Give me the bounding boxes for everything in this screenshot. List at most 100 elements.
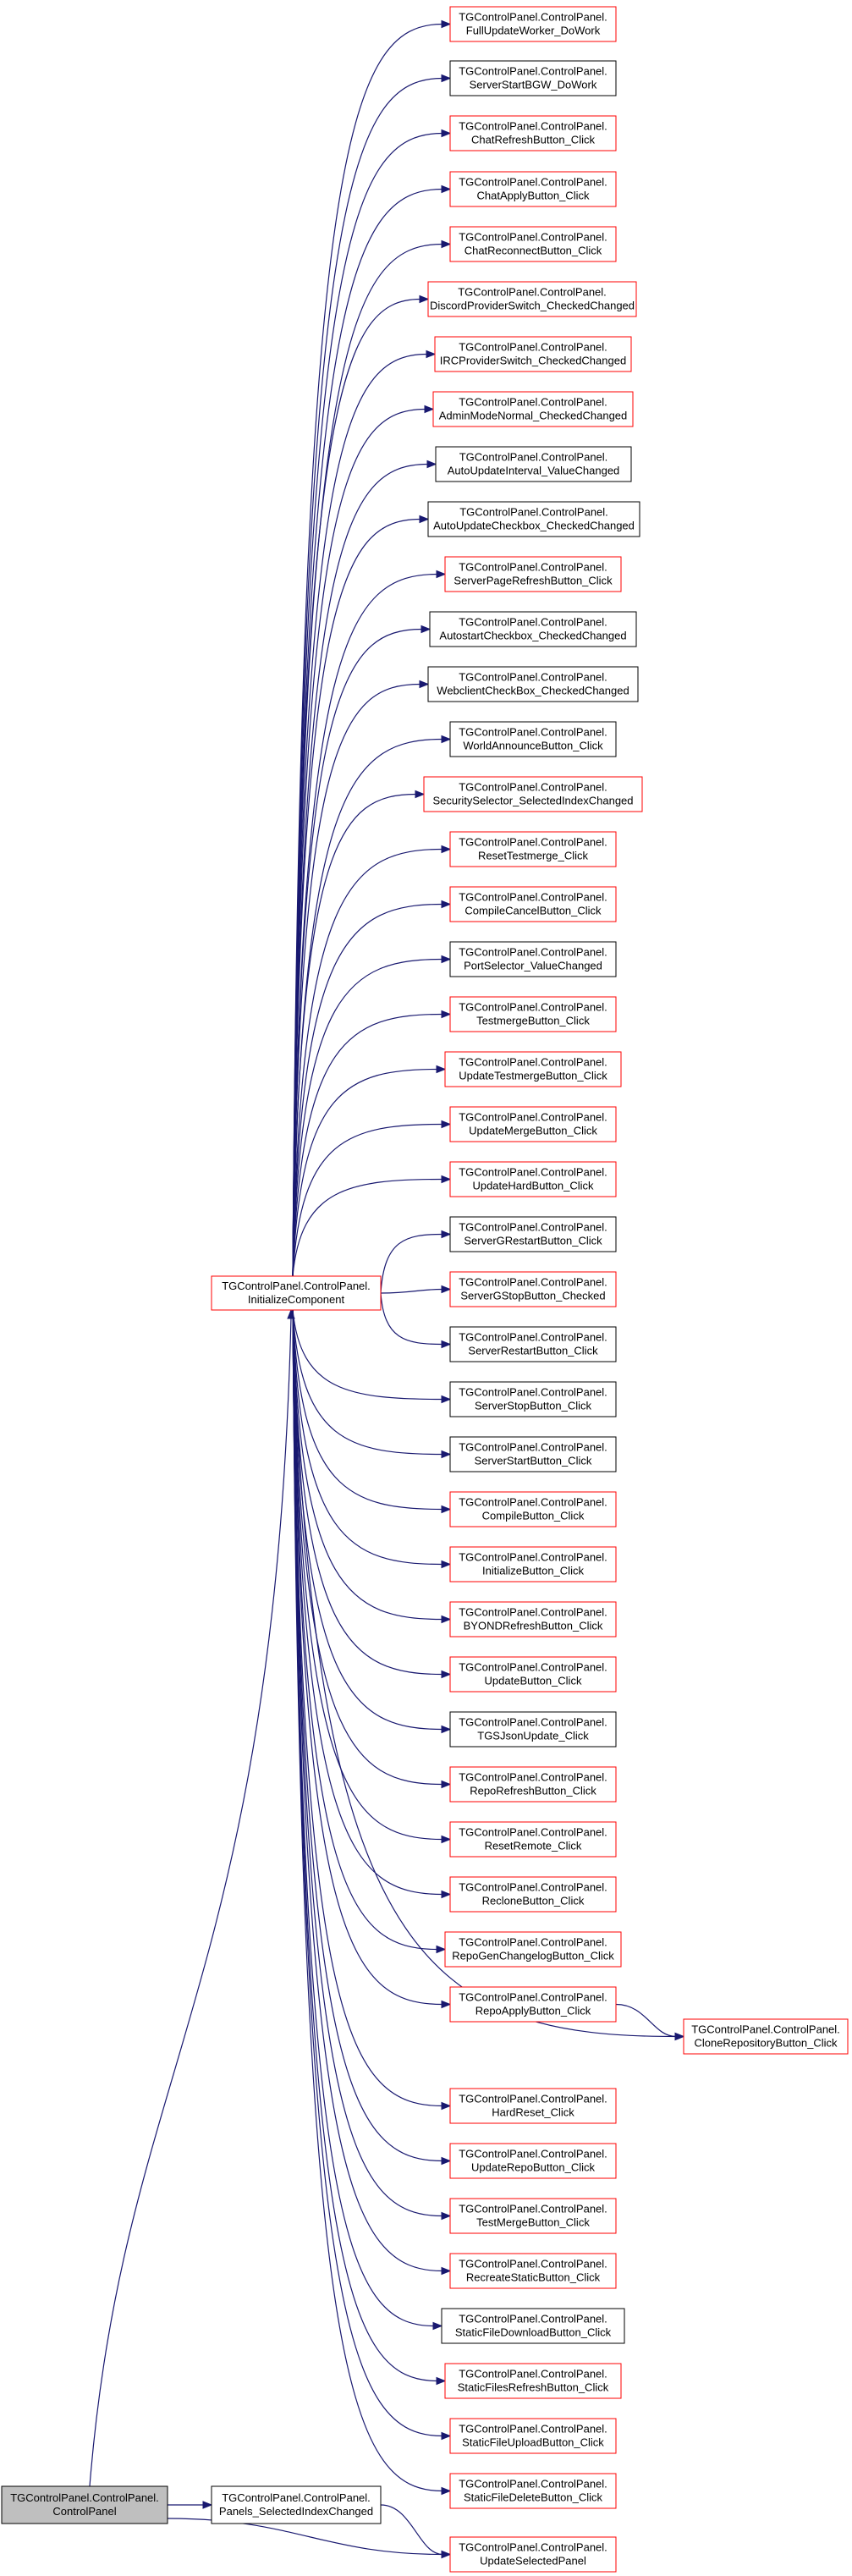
- node-method-label: StaticFilesRefreshButton_Click: [458, 2381, 609, 2394]
- node-update-merge-button-click[interactable]: TGControlPanel.ControlPanel.UpdateMergeB…: [449, 1106, 617, 1142]
- arrowhead-n_init-to-n_rsb: [441, 2266, 452, 2276]
- node-static-file-delete-button-click[interactable]: TGControlPanel.ControlPanel.StaticFileDe…: [449, 2473, 617, 2509]
- node-byondrefresh-button-click[interactable]: TGControlPanel.ControlPanel.BYONDRefresh…: [449, 1601, 617, 1638]
- node-server-stop-button-click[interactable]: TGControlPanel.ControlPanel.ServerStopBu…: [449, 1381, 617, 1417]
- node-initialize-component[interactable]: TGControlPanel.ControlPanel.InitializeCo…: [211, 1275, 382, 1311]
- node-server-page-refresh-button-click[interactable]: TGControlPanel.ControlPanel.ServerPageRe…: [444, 556, 622, 592]
- arrowhead-n_psic-to-n_usp: [441, 2550, 452, 2559]
- arrowhead-n_init-to-n_tmb: [441, 1010, 452, 1019]
- arrowhead-n_init-to-n_aui: [426, 460, 437, 469]
- node-auto-update-interval-value-changed[interactable]: TGControlPanel.ControlPanel.AutoUpdateIn…: [435, 446, 632, 482]
- node-method-label: WebclientCheckBox_CheckedChanged: [437, 685, 629, 697]
- node-method-label: PortSelector_ValueChanged: [464, 960, 602, 972]
- node-method-label: AutostartCheckbox_CheckedChanged: [439, 630, 626, 642]
- edge-n_init-to-n_rgc: [292, 1309, 438, 1951]
- node-test-merge-button-click[interactable]: TGControlPanel.ControlPanel.TestMergeBut…: [449, 2198, 617, 2234]
- node-clone-repository-button-click[interactable]: TGControlPanel.ControlPanel.CloneReposit…: [683, 2018, 849, 2055]
- arrowhead-n_init-to-n_cpb: [441, 1505, 452, 1514]
- node-repo-refresh-button-click[interactable]: TGControlPanel.ControlPanel.RepoRefreshB…: [449, 1766, 617, 1803]
- node-compile-button-click[interactable]: TGControlPanel.ControlPanel.CompileButto…: [449, 1491, 617, 1527]
- edge-n_init-to-n_crb: [292, 132, 443, 1277]
- edge-n_init-to-n_inb: [292, 1309, 443, 1566]
- node-namespace-label: TGControlPanel.ControlPanel.: [459, 1551, 607, 1564]
- node-server-grestart-button-click[interactable]: TGControlPanel.ControlPanel.ServerGResta…: [449, 1216, 617, 1252]
- node-update-hard-button-click[interactable]: TGControlPanel.ControlPanel.UpdateHardBu…: [449, 1161, 617, 1197]
- node-auto-update-checkbox-checked-changed[interactable]: TGControlPanel.ControlPanel.AutoUpdateCh…: [427, 501, 640, 537]
- node-panels-selected-index-changed[interactable]: TGControlPanel.ControlPanel.Panels_Selec…: [211, 2485, 382, 2524]
- edge-n_rab-to-n_clone: [615, 2003, 677, 2038]
- node-namespace-label: TGControlPanel.ControlPanel.: [222, 2491, 371, 2504]
- node-repo-gen-changelog-button-click[interactable]: TGControlPanel.ControlPanel.RepoGenChang…: [444, 1931, 622, 1968]
- node-box: [211, 2485, 382, 2524]
- edge-n_init-to-n_upb: [292, 1309, 443, 1676]
- node-method-label: ServerStartBGW_DoWork: [470, 79, 597, 91]
- edge-n_init-to-n_clone: [292, 1309, 677, 2038]
- node-reset-testmerge-click[interactable]: TGControlPanel.ControlPanel.ResetTestmer…: [449, 831, 617, 867]
- arrowhead-n_init-to-n_sstop: [441, 1395, 452, 1404]
- node-server-gstop-button-checked[interactable]: TGControlPanel.ControlPanel.ServerGStopB…: [449, 1271, 617, 1307]
- node-namespace-label: TGControlPanel.ControlPanel.: [459, 2541, 607, 2554]
- node-ircprovider-switch-checked-changed[interactable]: TGControlPanel.ControlPanel.IRCProviderS…: [434, 336, 632, 372]
- node-method-label: ResetTestmerge_Click: [478, 850, 589, 862]
- node-box: [449, 2198, 617, 2234]
- edge-n_init-to-n_ccb: [292, 903, 443, 1277]
- node-box: [427, 281, 637, 317]
- node-webclient-check-box-checked-changed[interactable]: TGControlPanel.ControlPanel.WebclientChe…: [427, 666, 639, 702]
- node-server-restart-button-click[interactable]: TGControlPanel.ControlPanel.ServerRestar…: [449, 1326, 617, 1362]
- node-security-selector-selected-index-changed[interactable]: TGControlPanel.ControlPanel.SecuritySele…: [423, 776, 643, 812]
- node-port-selector-value-changed[interactable]: TGControlPanel.ControlPanel.PortSelector…: [449, 941, 617, 977]
- node-control-panel[interactable]: TGControlPanel.ControlPanel.ControlPanel: [1, 2485, 168, 2524]
- node-reclone-button-click[interactable]: TGControlPanel.ControlPanel.RecloneButto…: [449, 1876, 617, 1913]
- node-admin-mode-normal-checked-changed[interactable]: TGControlPanel.ControlPanel.AdminModeNor…: [432, 391, 634, 427]
- edge-n_init-to-n_sstart: [292, 1309, 443, 1456]
- node-server-start-bgw-do-work[interactable]: TGControlPanel.ControlPanel.ServerStartB…: [449, 60, 617, 96]
- edge-n_init-to-n_rsr: [292, 1309, 443, 1841]
- edge-n_root-to-n_init: [89, 1317, 292, 2487]
- node-static-files-refresh-button-click[interactable]: TGControlPanel.ControlPanel.StaticFilesR…: [444, 2363, 622, 2399]
- node-recreate-static-button-click[interactable]: TGControlPanel.ControlPanel.RecreateStat…: [449, 2253, 617, 2289]
- node-namespace-label: TGControlPanel.ControlPanel.: [691, 2023, 840, 2036]
- node-chat-refresh-button-click[interactable]: TGControlPanel.ControlPanel.ChatRefreshB…: [449, 115, 617, 151]
- node-method-label: InitializeButton_Click: [482, 1565, 584, 1577]
- node-reset-remote-click[interactable]: TGControlPanel.ControlPanel.ResetRemote_…: [449, 1821, 617, 1858]
- node-method-label: TestmergeButton_Click: [476, 1015, 590, 1027]
- edge-n_init-to-n_srb: [380, 1292, 443, 1346]
- node-static-file-upload-button-click[interactable]: TGControlPanel.ControlPanel.StaticFileUp…: [449, 2418, 617, 2454]
- edge-n_init-to-n_auc: [292, 518, 421, 1277]
- node-initialize-button-click[interactable]: TGControlPanel.ControlPanel.InitializeBu…: [449, 1546, 617, 1582]
- edge-n_init-to-n_psv: [292, 958, 443, 1277]
- node-namespace-label: TGControlPanel.ControlPanel.: [459, 2368, 607, 2381]
- node-tgsjson-update-click[interactable]: TGControlPanel.ControlPanel.TGSJsonUpdat…: [449, 1711, 617, 1748]
- node-testmerge-button-click[interactable]: TGControlPanel.ControlPanel.TestmergeBut…: [449, 996, 617, 1032]
- arrowhead-n_init-to-n_tmg: [441, 2211, 452, 2221]
- edge-n_init-to-n_rsb: [292, 1309, 443, 2272]
- node-namespace-label: TGControlPanel.ControlPanel.: [459, 1386, 607, 1399]
- node-method-label: UpdateHardButton_Click: [472, 1180, 594, 1192]
- node-static-file-download-button-click[interactable]: TGControlPanel.ControlPanel.StaticFileDo…: [441, 2308, 625, 2344]
- node-update-selected-panel[interactable]: TGControlPanel.ControlPanel.UpdateSelect…: [449, 2536, 617, 2573]
- node-hard-reset-click[interactable]: TGControlPanel.ControlPanel.HardReset_Cl…: [449, 2088, 617, 2124]
- node-server-start-button-click[interactable]: TGControlPanel.ControlPanel.ServerStartB…: [449, 1436, 617, 1472]
- node-update-repo-button-click[interactable]: TGControlPanel.ControlPanel.UpdateRepoBu…: [449, 2143, 617, 2179]
- node-update-button-click[interactable]: TGControlPanel.ControlPanel.UpdateButton…: [449, 1656, 617, 1693]
- node-update-testmerge-button-click[interactable]: TGControlPanel.ControlPanel.UpdateTestme…: [444, 1051, 622, 1087]
- node-autostart-checkbox-checked-changed[interactable]: TGControlPanel.ControlPanel.AutostartChe…: [429, 611, 637, 647]
- node-full-update-worker-do-work[interactable]: TGControlPanel.ControlPanel.FullUpdateWo…: [449, 6, 617, 42]
- node-box: [449, 1271, 617, 1307]
- node-discord-provider-switch-checked-changed[interactable]: TGControlPanel.ControlPanel.DiscordProvi…: [427, 281, 637, 317]
- node-method-label: FullUpdateWorker_DoWork: [466, 25, 601, 37]
- arrowhead-n_init-to-n_rsr: [441, 1835, 452, 1844]
- edge-n_init-to-n_utm: [292, 1068, 438, 1277]
- arrowhead-n_init-to-n_byr: [441, 1615, 452, 1624]
- node-chat-reconnect-button-click[interactable]: TGControlPanel.ControlPanel.ChatReconnec…: [449, 226, 617, 262]
- node-box: [432, 391, 634, 427]
- node-box: [449, 1546, 617, 1582]
- arrowhead-n_rab-to-n_clone: [674, 2032, 685, 2041]
- node-compile-cancel-button-click[interactable]: TGControlPanel.ControlPanel.CompileCance…: [449, 886, 617, 922]
- node-repo-apply-button-click[interactable]: TGControlPanel.ControlPanel.RepoApplyBut…: [449, 1986, 617, 2023]
- node-box: [435, 446, 632, 482]
- node-world-announce-button-click[interactable]: TGControlPanel.ControlPanel.WorldAnnounc…: [449, 721, 617, 757]
- node-namespace-label: TGControlPanel.ControlPanel.: [459, 1496, 607, 1509]
- node-chat-apply-button-click[interactable]: TGControlPanel.ControlPanel.ChatApplyBut…: [449, 171, 617, 207]
- node-namespace-label: TGControlPanel.ControlPanel.: [459, 1111, 607, 1124]
